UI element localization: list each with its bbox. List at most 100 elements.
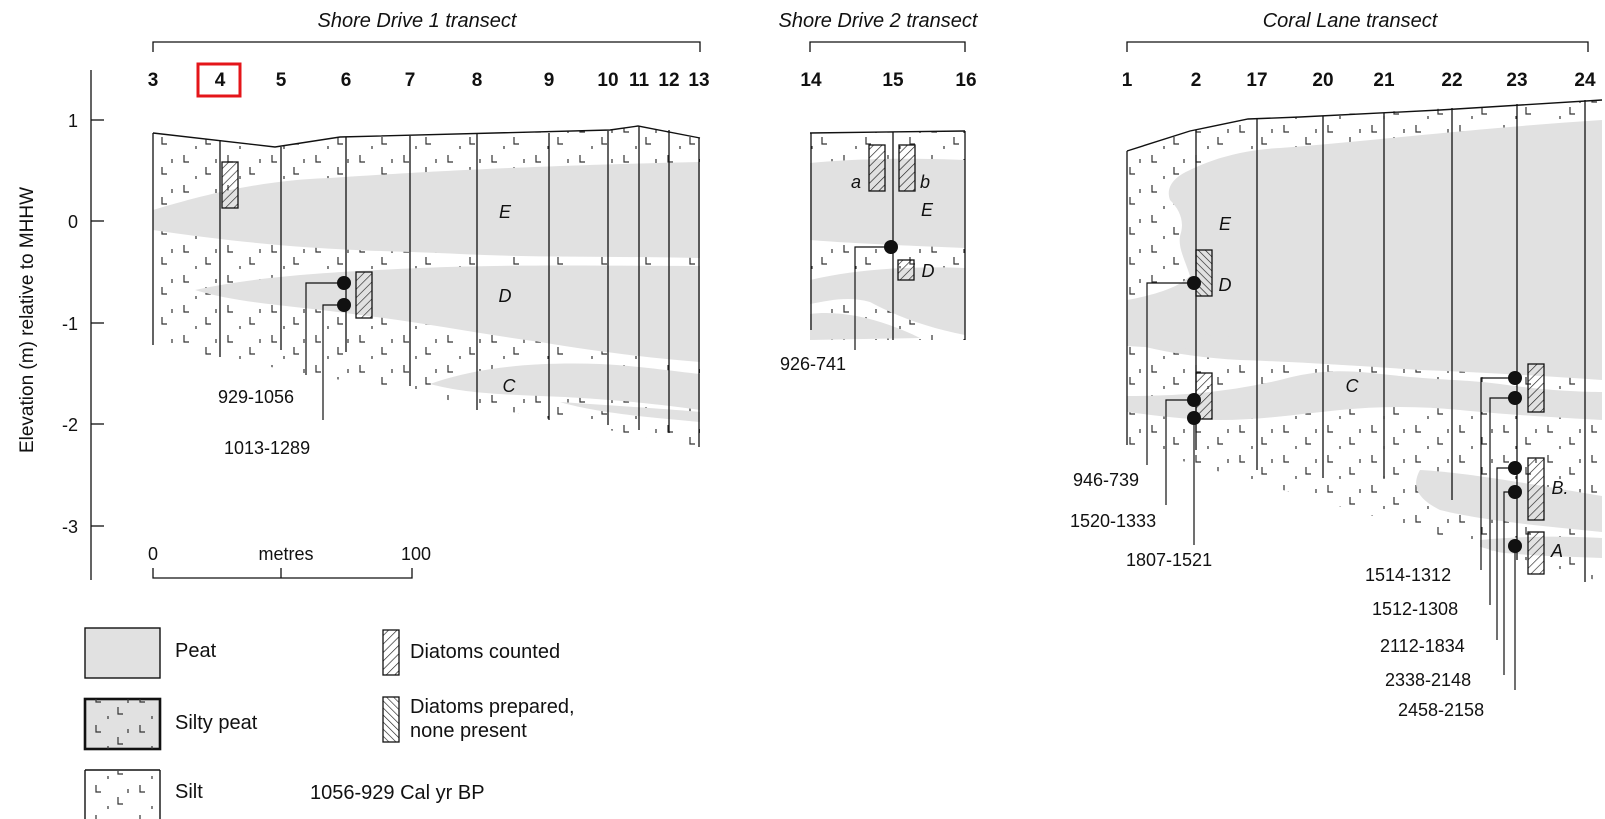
legend-diatoms-prepared: Diatoms prepared, none present	[382, 696, 575, 743]
radiocarbon-sample-dot	[337, 298, 351, 312]
core-number: 23	[1506, 70, 1527, 91]
y-tick-label: 1	[68, 111, 78, 131]
unit-label: A	[1550, 541, 1563, 561]
core-number: 20	[1312, 70, 1333, 91]
radiocarbon-date: 1013-1289	[224, 438, 310, 458]
transect-bracket-cl	[1126, 41, 1589, 52]
diatoms-counted-box	[1527, 363, 1545, 413]
y-axis-label: Elevation (m) relative to MHHW	[17, 187, 38, 453]
core-numbers-sd2: 14 15 16	[800, 70, 976, 91]
transect-bracket-sd2	[809, 41, 966, 52]
unit-label: D	[499, 286, 512, 306]
radiocarbon-sample-dot	[1187, 276, 1201, 290]
core-number: 7	[405, 70, 416, 91]
scale-bar-unit: metres	[258, 544, 313, 564]
unit-label: B.	[1551, 478, 1568, 498]
radiocarbon-date: 1520-1333	[1070, 511, 1156, 531]
diatoms-counted-box	[868, 144, 886, 192]
transect-cl-header: Coral Lane transect	[1126, 10, 1589, 52]
transect-sd2-header: Shore Drive 2 transect	[779, 10, 979, 52]
transect-title-cl: Coral Lane transect	[1263, 10, 1439, 32]
core-numbers-sd1: 3 4 5 6 7 8 9 10 11 12 13	[148, 62, 710, 98]
legend-swatch-diatoms-counted	[382, 629, 400, 676]
unit-label: C	[503, 376, 517, 396]
legend-peat: Peat	[84, 627, 217, 679]
core-number: 17	[1246, 70, 1267, 91]
diatoms-counted-box	[1527, 457, 1545, 521]
unit-label: E	[921, 200, 934, 220]
legend-swatch-silt	[86, 771, 159, 819]
core-numbers-cl: 1 2 17 20 21 22 23 24	[1122, 70, 1596, 91]
legend-diatoms-counted: Diatoms counted	[382, 629, 560, 676]
legend-label: Diatoms prepared,	[410, 696, 575, 718]
transect-title-sd2: Shore Drive 2 transect	[779, 10, 979, 32]
core-number: 1	[1122, 70, 1133, 91]
legend-swatch-peat	[84, 627, 161, 679]
transect-bracket-sd1	[152, 41, 701, 52]
radiocarbon-date: 1807-1521	[1126, 550, 1212, 570]
radiocarbon-sample-dot	[1187, 393, 1201, 407]
unit-label: E	[1219, 214, 1232, 234]
legend-label: Silty peat	[175, 712, 258, 734]
unit-label: D	[922, 261, 935, 281]
radiocarbon-sample-dot	[884, 240, 898, 254]
radiocarbon-date: 946-739	[1073, 470, 1139, 490]
radiocarbon-date: 2338-2148	[1385, 670, 1471, 690]
unit-label: E	[499, 202, 512, 222]
legend-silt: Silt	[84, 769, 203, 819]
core-number: 4	[215, 70, 226, 91]
core-number: 12	[658, 70, 679, 91]
highlight-box-core-4	[196, 62, 242, 98]
radiocarbon-date: 2112-1834	[1380, 636, 1465, 656]
section-shore-drive-1: E D C 929-1056 1013-1289	[152, 125, 701, 458]
y-tick-label: -1	[62, 314, 78, 334]
transect-title-sd1: Shore Drive 1 transect	[318, 10, 518, 32]
unit-label: b	[920, 172, 930, 192]
unit-label: a	[851, 172, 861, 192]
section-shore-drive-2: a b E D 926-741	[780, 130, 966, 374]
radiocarbon-sample-dot	[1508, 461, 1522, 475]
section-coral-lane: E D C B. A 946-739 1520-1333 1807-1521 1…	[1070, 99, 1603, 720]
legend-date-example: 1056-929 Cal yr BP	[310, 782, 485, 804]
legend-label: none present	[410, 720, 527, 742]
diatoms-counted-box	[898, 144, 916, 192]
y-tick-label: 0	[68, 212, 78, 232]
scale-bar-end: 100	[401, 544, 431, 564]
legend-silty-peat: Silty peat	[83, 697, 258, 751]
scale-bar: 0 metres 100	[148, 544, 431, 579]
core-number: 11	[629, 70, 650, 91]
core-number: 16	[955, 70, 976, 91]
core-number: 5	[276, 70, 287, 91]
radiocarbon-date: 929-1056	[218, 387, 294, 407]
y-axis: 1 0 -1 -2 -3 Elevation (m) relative to M…	[17, 70, 104, 580]
legend-swatch-diatoms-prepared	[382, 696, 400, 743]
scale-bar-start: 0	[148, 544, 158, 564]
core-number: 6	[341, 70, 352, 91]
legend-label: Silt	[175, 781, 203, 803]
diatoms-counted-box	[355, 271, 373, 319]
core-number: 14	[800, 70, 822, 91]
core-number: 8	[472, 70, 483, 91]
radiocarbon-sample-dot	[1508, 391, 1522, 405]
core-number: 22	[1441, 70, 1462, 91]
radiocarbon-sample-dot	[1187, 411, 1201, 425]
radiocarbon-sample-dot	[1508, 371, 1522, 385]
y-tick-label: -2	[62, 415, 78, 435]
legend-label: 1056-929 Cal yr BP	[310, 782, 485, 804]
legend-label: Diatoms counted	[410, 641, 560, 663]
radiocarbon-sample-dot	[1508, 539, 1522, 553]
diatoms-prepared-box	[1195, 249, 1213, 297]
core-number: 21	[1373, 70, 1395, 91]
legend: Peat Silty peat Silt Diatoms counted Dia…	[83, 627, 575, 819]
core-number: 3	[148, 70, 159, 91]
diatoms-counted-box	[221, 161, 239, 209]
radiocarbon-date: 2458-2158	[1398, 700, 1484, 720]
unit-label: C	[1346, 376, 1360, 396]
core-number: 2	[1191, 70, 1202, 91]
radiocarbon-date: 926-741	[780, 354, 846, 374]
core-number: 9	[544, 70, 555, 91]
unit-label: D	[1219, 275, 1232, 295]
radiocarbon-date: 1514-1312	[1365, 565, 1451, 585]
diatoms-counted-box	[897, 259, 915, 281]
